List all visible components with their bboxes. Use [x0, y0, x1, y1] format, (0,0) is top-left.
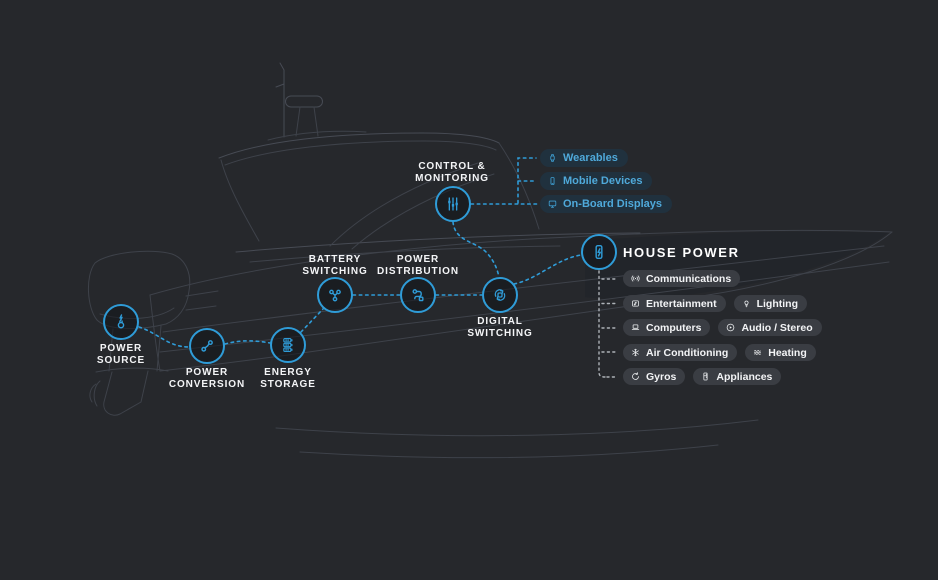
load-pill-label: Audio / Stereo: [741, 321, 813, 334]
connector-digital-switching-house-power: [513, 254, 582, 285]
bulb-icon: [741, 298, 752, 309]
node-battery-switching: [317, 277, 353, 313]
node-control-monitoring: [435, 186, 471, 222]
route-icon: [408, 285, 428, 305]
snowflake-icon: [630, 347, 641, 358]
device-pill-label: Mobile Devices: [563, 175, 643, 187]
node-house-power: [581, 234, 617, 270]
label-energy-storage: ENERGY STORAGE: [260, 367, 316, 390]
node-power-distribution: [400, 277, 436, 313]
waves-icon: [752, 347, 763, 358]
connectors-blue: [138, 157, 582, 348]
node-digital-switching: [482, 277, 518, 313]
load-pill-computers: Computers: [623, 319, 711, 336]
refrigerator-icon: [700, 371, 711, 382]
load-pill-label: Lighting: [756, 297, 798, 310]
load-pill-label: Computers: [646, 321, 702, 334]
house-load-row-5: Gyros Appliances: [623, 368, 782, 385]
house-load-row-4: Air Conditioning Heating: [623, 344, 816, 361]
label-power-conversion: POWER CONVERSION: [168, 367, 246, 390]
house-load-row-2: Entertainment Lighting: [623, 295, 807, 312]
watch-icon: [547, 152, 558, 164]
laptop-icon: [630, 322, 641, 333]
house-branch-vertical: [598, 270, 606, 378]
load-pill-label: Gyros: [646, 370, 677, 383]
label-digital-switching: DIGITAL SWITCHING: [467, 316, 533, 339]
node-energy-storage: [270, 327, 306, 363]
battery-stack-icon: [278, 335, 298, 355]
label-battery-switching: BATTERY SWITCHING: [302, 254, 368, 277]
load-pill-label: Heating: [768, 346, 807, 359]
entertainment-icon: [630, 298, 641, 309]
load-pill-heating: Heating: [745, 344, 816, 361]
connector-source-conversion: [138, 326, 190, 348]
play-circle-icon: [725, 322, 736, 333]
label-power-source: POWER SOURCE: [96, 343, 146, 366]
connectors-house-loads: [598, 270, 617, 378]
load-pill-label: Entertainment: [646, 297, 717, 310]
branch-icon: [325, 285, 345, 305]
load-pill-label: Appliances: [716, 370, 773, 383]
node-power-source: [103, 304, 139, 340]
label-control-monitoring: CONTROL & MONITORING: [415, 161, 489, 184]
house-load-row-1: Communications: [623, 270, 741, 287]
battery-bolt-icon: [589, 242, 609, 262]
node-power-conversion: [189, 328, 225, 364]
connector-conversion-storage: [224, 340, 271, 345]
connector-control-wearables: [517, 157, 537, 204]
cable-icon: [197, 336, 217, 356]
device-pill-wearables: Wearables: [540, 149, 628, 167]
load-pill-label: Air Conditioning: [646, 346, 729, 359]
device-pill-label: On-Board Displays: [563, 198, 663, 210]
load-pill-communications: Communications: [623, 270, 741, 287]
gyro-icon: [630, 371, 641, 382]
display-icon: [547, 198, 558, 210]
device-pill-label: Wearables: [563, 152, 618, 164]
connector-storage-battery-switching: [300, 308, 324, 333]
load-pill-gyros: Gyros: [623, 368, 686, 385]
smartphone-icon: [547, 175, 558, 187]
device-pill-mobile-devices: Mobile Devices: [540, 172, 653, 190]
house-load-row-3: Computers Audio / Stereo: [623, 319, 822, 336]
load-pill-air-conditioning: Air Conditioning: [623, 344, 738, 361]
cycle-icon: [490, 285, 510, 305]
load-pill-appliances: Appliances: [693, 368, 782, 385]
load-pill-audio-stereo: Audio / Stereo: [718, 319, 822, 336]
label-power-distribution: POWER DISTRIBUTION: [377, 254, 459, 277]
load-pill-entertainment: Entertainment: [623, 295, 726, 312]
broadcast-icon: [630, 273, 641, 284]
sliders-icon: [443, 194, 463, 214]
load-pill-label: Communications: [646, 272, 732, 285]
boat-line-art: [87, 62, 893, 459]
plug-bolt-icon: [111, 312, 131, 332]
device-pill-on-board-displays: On-Board Displays: [540, 195, 673, 213]
label-house-power: HOUSE POWER: [623, 245, 740, 260]
load-pill-lighting: Lighting: [733, 295, 807, 312]
connector-control-digital-switching: [452, 221, 500, 278]
